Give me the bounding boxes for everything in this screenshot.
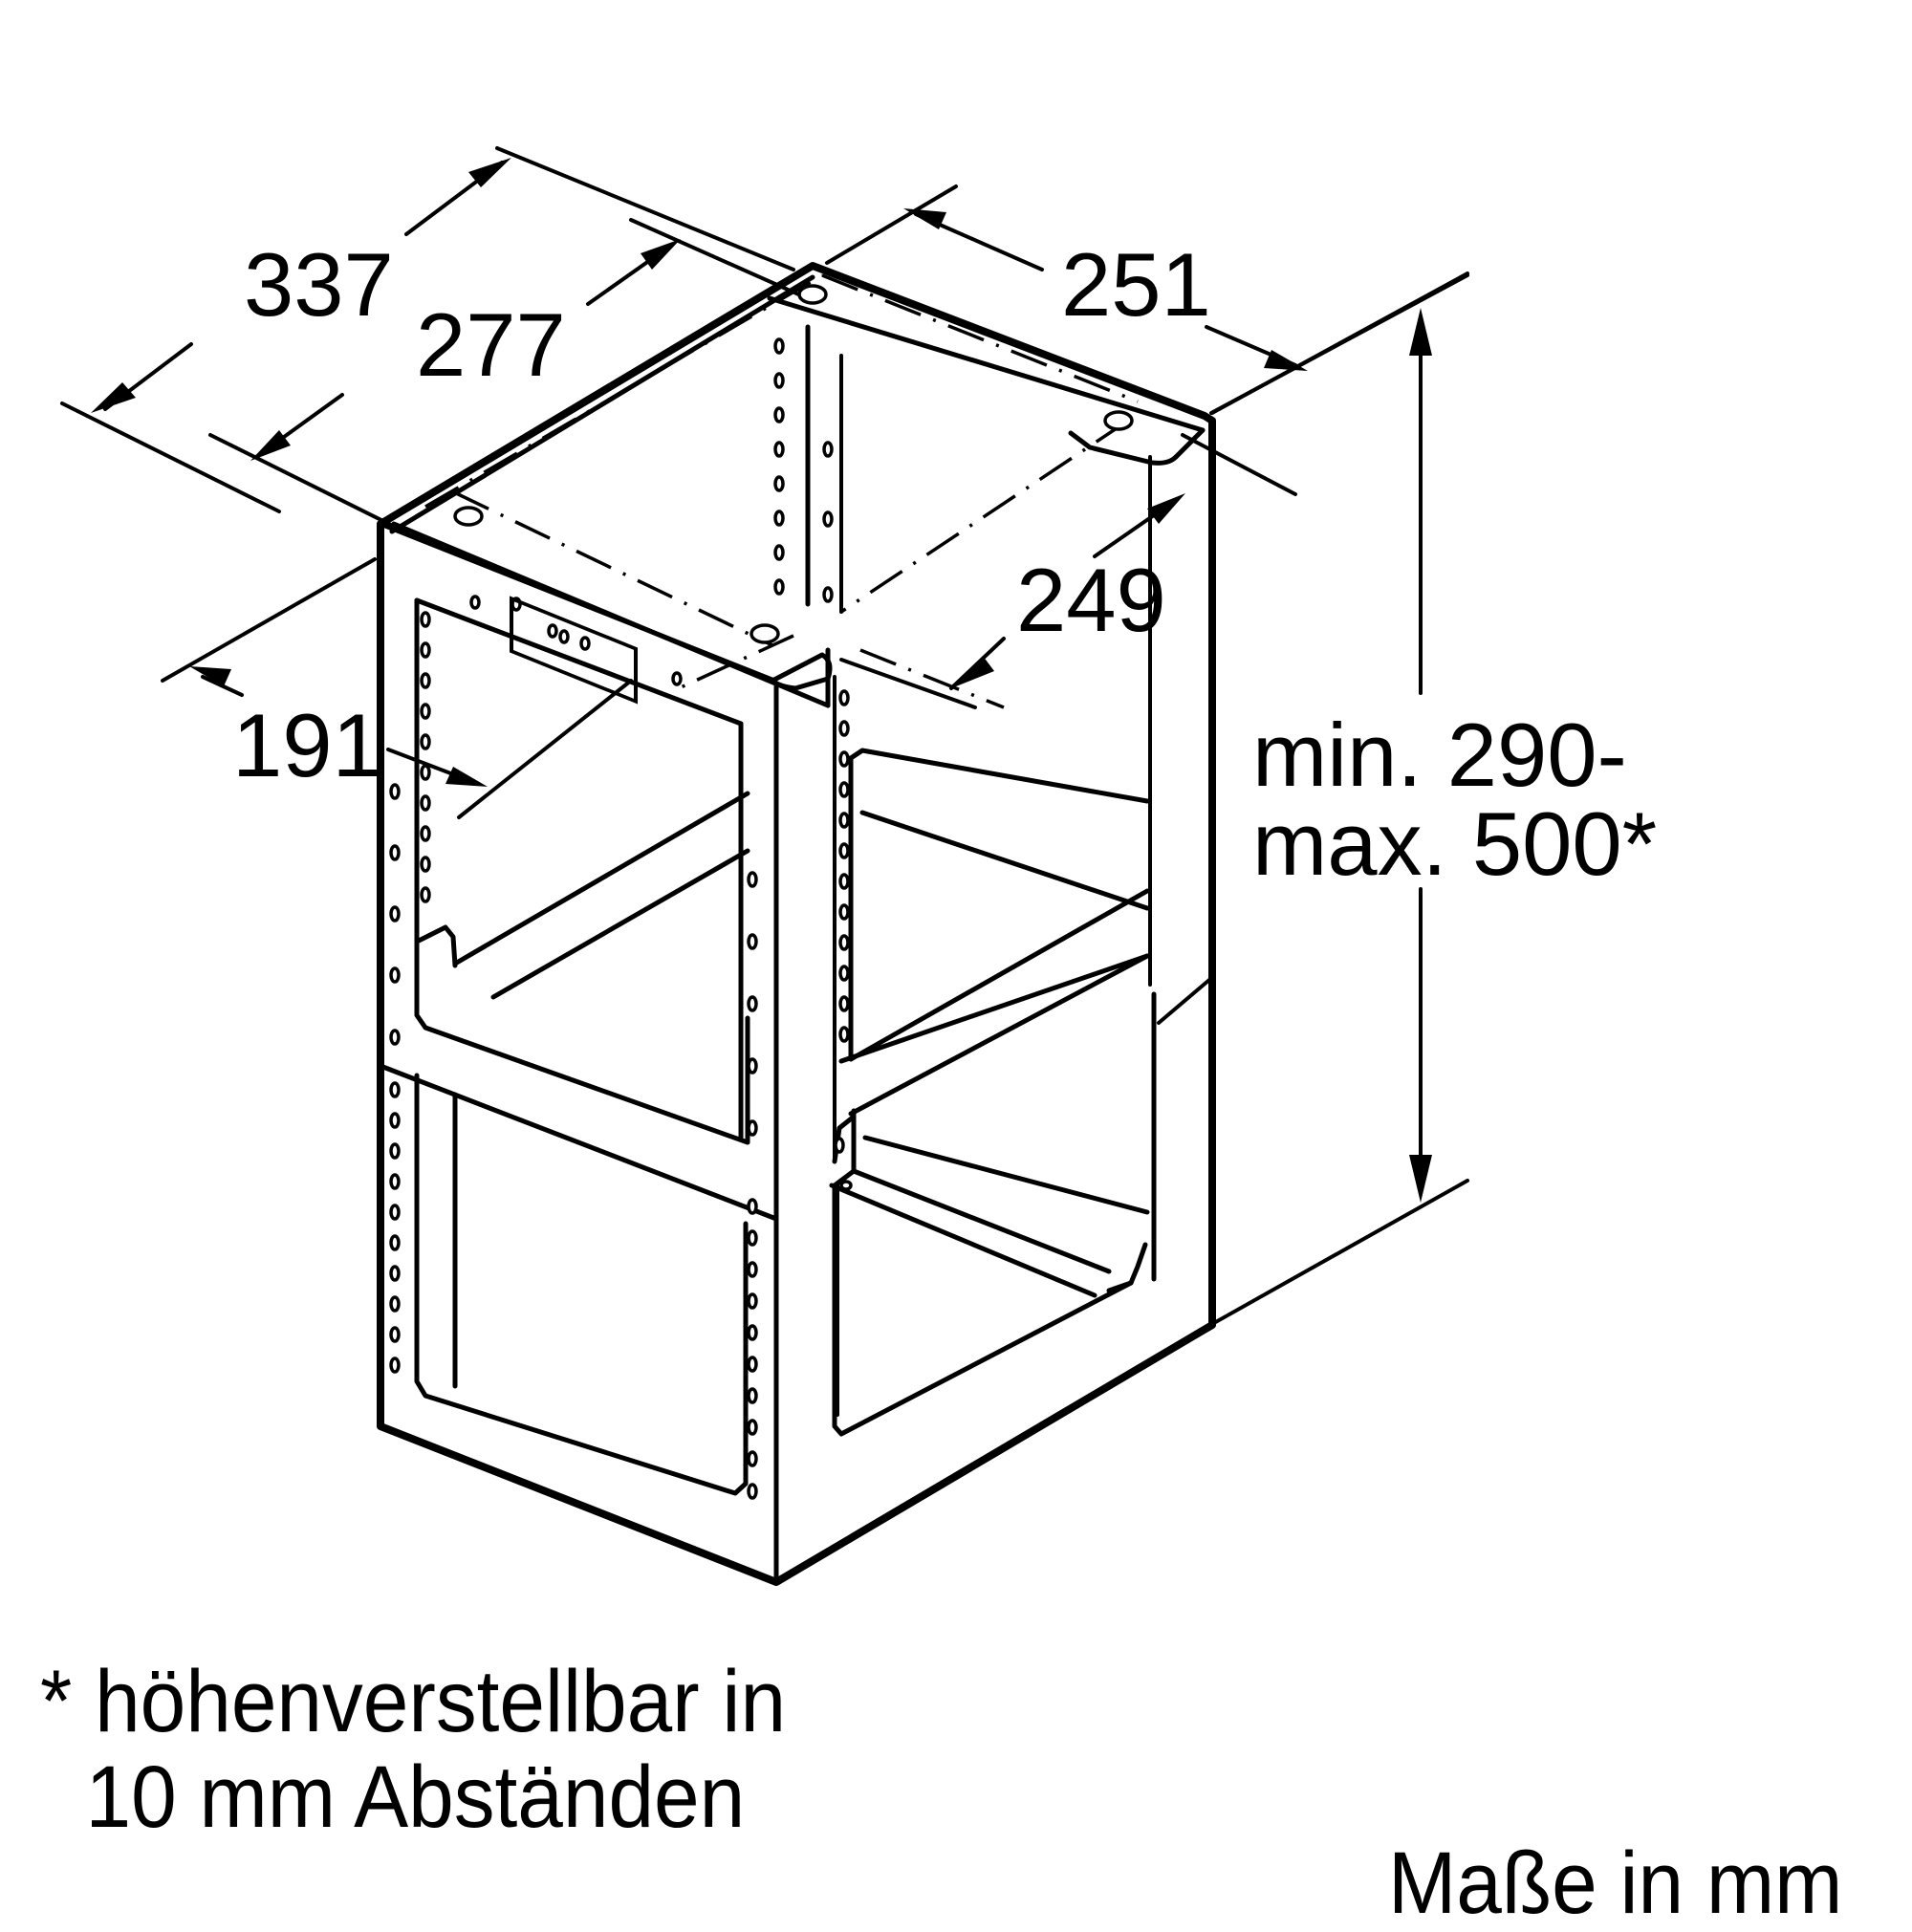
height-range-line1: min. 290-: [1252, 705, 1627, 805]
footnote-line-2: 10 mm Abständen: [40, 1748, 746, 1846]
dim-191-label: 191: [232, 695, 382, 795]
units-note: Maße in mm: [1388, 1834, 1843, 1932]
frame-body: [377, 262, 1216, 1586]
dim-251-label: 251: [1061, 234, 1211, 335]
dim-337-label: 337: [244, 234, 394, 335]
dim-249-label: 249: [1016, 550, 1166, 650]
dimension-lines: [60, 146, 1469, 1326]
footnote-line-1: * höhenverstellbar in: [40, 1653, 787, 1750]
dim-277-label: 277: [416, 294, 566, 395]
mounting-holes: [389, 284, 1134, 1500]
height-range-line2: max. 500*: [1252, 793, 1657, 894]
